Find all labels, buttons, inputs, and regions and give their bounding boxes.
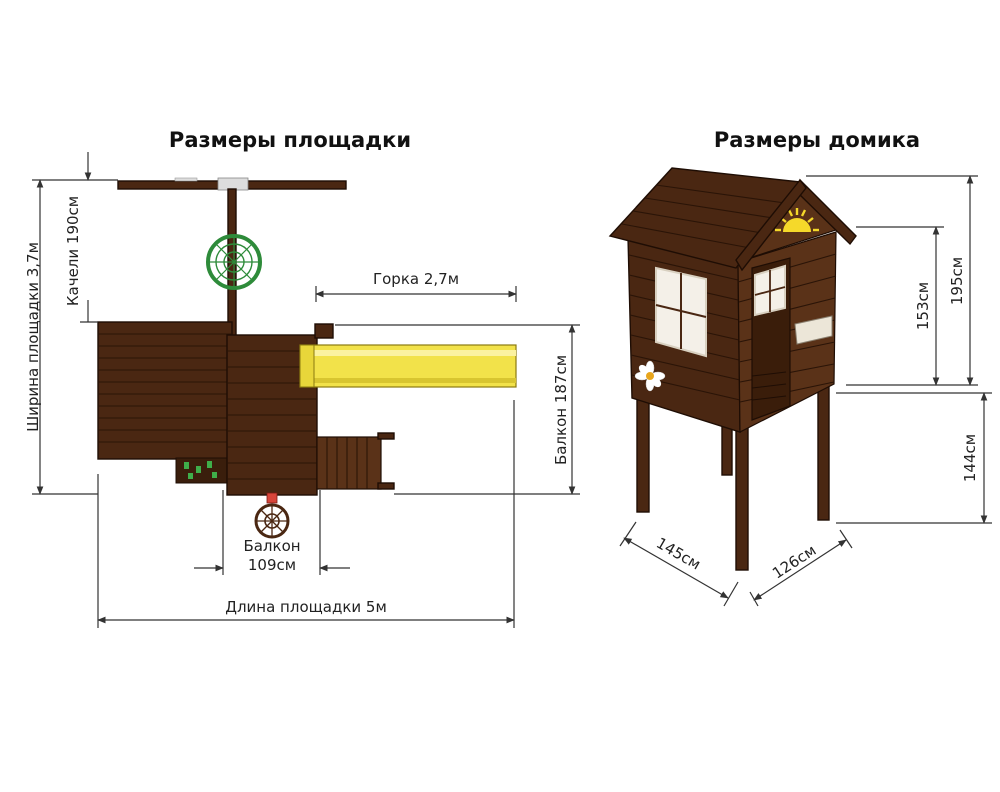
climbing-wall <box>175 457 229 484</box>
house-title: Размеры домика <box>714 128 920 152</box>
web-swing <box>206 234 262 290</box>
leg-right <box>817 379 830 521</box>
balcony-front-label-2: 109см <box>248 556 296 574</box>
length-label: Длина площадки 5м <box>225 598 387 616</box>
side-balcony <box>316 436 382 490</box>
platform-title: Размеры площадки <box>169 128 411 152</box>
left-deck <box>97 321 233 460</box>
leg-front <box>735 419 749 571</box>
dim-195-label: 195см <box>948 257 966 305</box>
width-label: Ширина площадки 3,7м <box>24 242 42 432</box>
tower-post <box>314 323 334 339</box>
dim-145-label: 145см <box>653 534 704 574</box>
house-drawing <box>608 167 857 571</box>
sun-decoration <box>775 208 819 232</box>
balcony-front-label-1: Балкон <box>243 537 300 555</box>
steering-wheel <box>254 503 290 539</box>
slide-label: Горка 2,7м <box>373 270 459 288</box>
platform-drawing <box>97 177 517 539</box>
house-dimensions <box>619 175 992 607</box>
left-deck-planks <box>98 333 232 443</box>
balcony-side-label: Балкон 187см <box>552 355 570 465</box>
dim-153-label: 153см <box>914 282 932 330</box>
flower-decoration <box>634 360 666 392</box>
leg-left <box>636 389 650 513</box>
platform-dimensions <box>32 152 580 628</box>
roof-ridge <box>735 178 807 272</box>
dim-144-label: 144см <box>961 434 979 482</box>
leg-back <box>721 424 733 476</box>
swing-label: Качели 190см <box>64 196 82 306</box>
